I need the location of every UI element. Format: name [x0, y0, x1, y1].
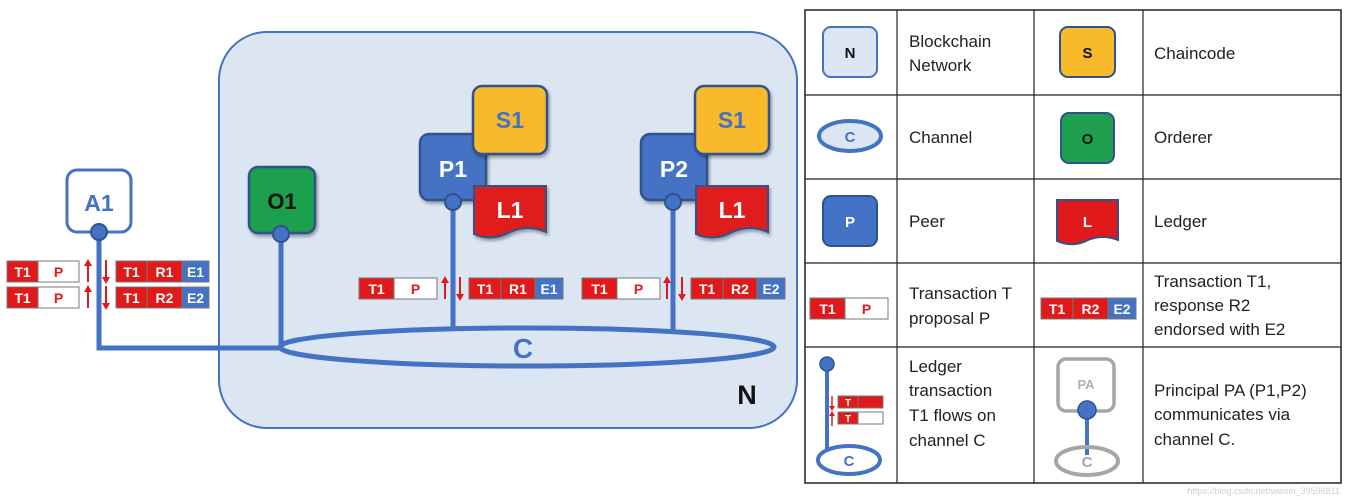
- a1-transaction-row1: T1 P T1 R1 E1: [6, 259, 210, 284]
- svg-text:Network: Network: [909, 56, 972, 75]
- svg-text:P: P: [845, 214, 855, 231]
- legend-orderer: O Orderer: [1060, 112, 1213, 164]
- svg-text:channel C: channel C: [909, 431, 986, 450]
- svg-text:R2: R2: [1082, 301, 1100, 317]
- svg-text:T1 flows on: T1 flows on: [909, 406, 996, 425]
- svg-text:T1: T1: [477, 281, 494, 297]
- svg-text:T1: T1: [1049, 301, 1066, 317]
- legend-principal: PA C Principal PA (P1,P2) communicates v…: [1054, 357, 1307, 477]
- legend-chaincode: S Chaincode: [1059, 26, 1235, 78]
- channel-label: C: [513, 333, 533, 364]
- svg-text:transaction: transaction: [909, 381, 992, 400]
- svg-text:Ledger: Ledger: [909, 357, 962, 376]
- svg-text:E2: E2: [187, 290, 204, 306]
- svg-text:response R2: response R2: [1154, 296, 1250, 315]
- ledger-l1-p2-label: L1: [719, 197, 746, 223]
- chaincode-s1-p2: [693, 84, 771, 156]
- legend-network-symbol: [822, 26, 878, 78]
- peer-p2-label: P2: [660, 156, 688, 182]
- svg-text:Principal PA (P1,P2): Principal PA (P1,P2): [1154, 381, 1307, 400]
- legend-orderer-symbol: [1060, 112, 1115, 164]
- svg-text:P: P: [54, 290, 63, 306]
- svg-text:T: T: [845, 414, 851, 425]
- svg-text:E1: E1: [540, 281, 557, 297]
- chaincode-s1-p1: [471, 84, 549, 156]
- svg-text:communicates via: communicates via: [1154, 405, 1291, 424]
- ledger-l1-p1-label: L1: [497, 197, 524, 223]
- svg-text:T1: T1: [591, 281, 608, 297]
- svg-text:Transaction T1,: Transaction T1,: [1154, 272, 1271, 291]
- ledger-l1-p1: [473, 185, 547, 239]
- svg-text:endorsed with E2: endorsed with E2: [1154, 320, 1285, 339]
- legend-ledger-flow: T T C Ledger transaction T1 flows on cha…: [816, 356, 996, 476]
- o1-port: [272, 225, 290, 243]
- legend-channel: C Channel: [817, 119, 972, 153]
- p1-transaction: T1 P T1 R1 E1: [358, 276, 564, 301]
- svg-text:PA: PA: [1077, 377, 1095, 392]
- watermark: https://blog.csdn.net/weixin_39596811: [1188, 486, 1340, 496]
- svg-text:P: P: [634, 281, 643, 297]
- legend-transaction-proposal: T1 P Transaction T proposal P: [809, 284, 1012, 328]
- svg-text:R2: R2: [731, 281, 749, 297]
- chaincode-s1-p2-label: S1: [718, 107, 746, 133]
- svg-text:T: T: [845, 398, 851, 409]
- svg-text:R1: R1: [509, 281, 527, 297]
- svg-text:P: P: [54, 264, 63, 280]
- svg-text:Peer: Peer: [909, 212, 945, 231]
- svg-text:E1: E1: [187, 264, 204, 280]
- a1-port: [90, 223, 108, 241]
- svg-text:T1: T1: [14, 290, 31, 306]
- svg-text:O: O: [1082, 131, 1094, 148]
- svg-text:Blockchain: Blockchain: [909, 32, 991, 51]
- svg-text:R1: R1: [156, 264, 174, 280]
- svg-text:Orderer: Orderer: [1154, 128, 1213, 147]
- svg-text:T1: T1: [123, 290, 140, 306]
- svg-text:proposal P: proposal P: [909, 309, 990, 328]
- svg-text:Channel: Channel: [909, 128, 972, 147]
- orderer-o1-label: O1: [267, 189, 296, 214]
- channel-line-a1: [96, 232, 282, 351]
- legend-ledger-symbol: [1056, 199, 1119, 246]
- p2-transaction: T1 P T1 R2 E2: [581, 276, 786, 301]
- svg-text:T1: T1: [14, 264, 31, 280]
- ledger-l1-p2: [695, 185, 769, 239]
- svg-text:channel C.: channel C.: [1154, 430, 1235, 449]
- svg-text:Ledger: Ledger: [1154, 212, 1207, 231]
- chaincode-s1-p1-label: S1: [496, 107, 524, 133]
- channel-c: [277, 325, 777, 369]
- svg-text:C: C: [844, 453, 855, 470]
- svg-text:Transaction T: Transaction T: [909, 284, 1012, 303]
- svg-text:P: P: [862, 301, 871, 317]
- svg-text:T1: T1: [123, 264, 140, 280]
- p2-port: [664, 193, 682, 211]
- a1-transaction-row2: T1 P T1 R2 E2: [6, 285, 210, 310]
- legend-chaincode-symbol: [1059, 26, 1116, 78]
- svg-text:C: C: [845, 129, 856, 146]
- svg-text:T1: T1: [368, 281, 385, 297]
- svg-text:E2: E2: [1113, 301, 1130, 317]
- legend-ledger: L Ledger: [1056, 199, 1207, 246]
- svg-text:P: P: [411, 281, 420, 297]
- svg-text:E2: E2: [762, 281, 779, 297]
- svg-text:S: S: [1082, 45, 1092, 62]
- svg-text:N: N: [845, 45, 856, 62]
- svg-text:R2: R2: [156, 290, 174, 306]
- p1-port: [444, 193, 462, 211]
- peer-p1-label: P1: [439, 156, 467, 182]
- svg-text:L: L: [1083, 214, 1092, 231]
- svg-text:T1: T1: [819, 301, 836, 317]
- application-a1-label: A1: [84, 190, 114, 216]
- network-label: N: [737, 380, 757, 410]
- svg-text:T1: T1: [699, 281, 716, 297]
- legend-transaction-response: T1 R2 E2 Transaction T1, response R2 end…: [1040, 272, 1285, 339]
- legend-channel-symbol: [817, 119, 883, 153]
- svg-text:Chaincode: Chaincode: [1154, 44, 1235, 63]
- legend-blockchain-network: N Blockchain Network: [822, 26, 991, 78]
- legend-peer-symbol: [822, 195, 878, 247]
- svg-text:C: C: [1082, 454, 1093, 471]
- legend-peer: P Peer: [822, 195, 945, 247]
